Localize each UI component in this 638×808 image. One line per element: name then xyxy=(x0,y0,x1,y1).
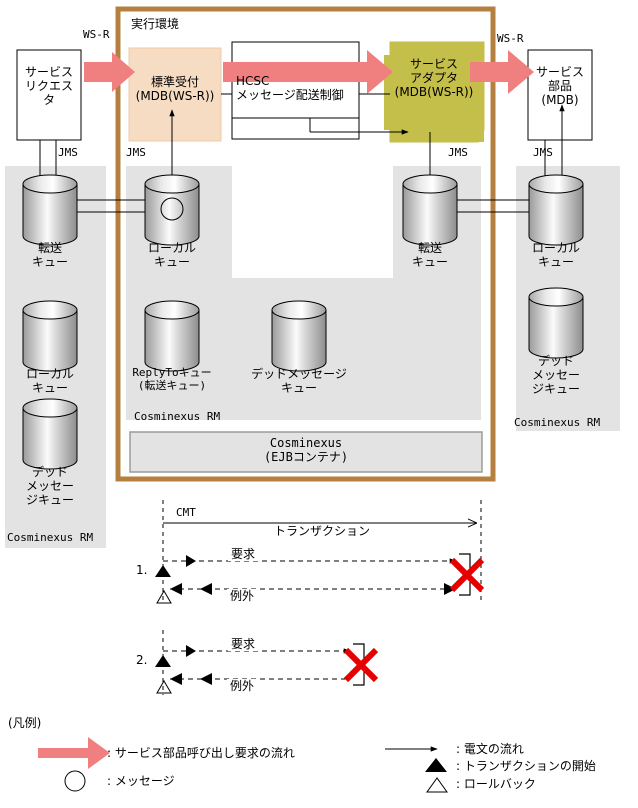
legend-item-0-text: : サービス部品呼び出し要求の流れ xyxy=(107,746,295,760)
transaction-case-2-exception-label: 例外 xyxy=(227,679,258,694)
hollow-triangle-icon xyxy=(156,590,172,604)
transaction-case-1-request-label: 要求 xyxy=(228,547,259,562)
rm-label-left: Cosminexus RM xyxy=(7,531,94,544)
thick-red-arrow-icon xyxy=(38,737,110,769)
queue-label-q-left-transfer: 転送 キュー xyxy=(31,241,68,270)
legend-glyphs xyxy=(38,737,448,793)
queue-label-q-left-dead: デッド メッセー ジキュー xyxy=(25,465,74,508)
cylinder-q-left-local xyxy=(22,300,78,372)
execution-environment-frame xyxy=(115,6,496,482)
transaction-sequence xyxy=(155,500,485,695)
box-hcsc-label: HCSC メッセージ配送制御 xyxy=(236,74,344,103)
transaction-cmt-label: CMT xyxy=(176,506,196,519)
jms-label-3: JMS xyxy=(448,146,468,159)
execution-environment-title: 実行環境 xyxy=(131,17,180,31)
transaction-case-1-number: 1. xyxy=(136,563,148,577)
queue-label-q-center-local: ローカル キュー xyxy=(147,241,196,270)
legend-item-1-text: : メッセージ xyxy=(107,774,175,788)
wsr-label-right: WS-R xyxy=(497,32,524,45)
jms-label-1: JMS xyxy=(58,146,78,159)
cylinder-q-center-replyto xyxy=(144,300,200,372)
jms-label-2: JMS xyxy=(126,146,146,159)
jms-label-4: JMS xyxy=(533,146,553,159)
failure-cross-icon xyxy=(343,647,379,683)
cylinder-q-right-local xyxy=(528,174,584,246)
legend-heading: (凡例) xyxy=(8,716,42,730)
failure-cross-icon xyxy=(449,557,485,593)
wsr-label-left: WS-R xyxy=(83,28,110,41)
transaction-case-2-request-label: 要求 xyxy=(228,637,259,652)
red-flow-arrows xyxy=(84,50,534,94)
cylinder-q-center-dead xyxy=(271,300,327,372)
box-service-component-shape xyxy=(527,49,593,141)
message-circle-icon xyxy=(160,197,184,221)
cylinder-q-left-dead xyxy=(22,398,78,470)
circle-icon xyxy=(64,770,86,792)
box-cosminexus-ejb-shape xyxy=(129,431,483,473)
legend-item-3-text: : トランザクションの開始 xyxy=(456,759,596,773)
transaction-tx-label: トランザクション xyxy=(274,524,371,538)
center-panel-cutout xyxy=(232,166,393,278)
queue-label-q-center-replyto: ReplyToキュー (転送キュー) xyxy=(132,366,212,392)
filled-triangle-icon xyxy=(155,565,171,577)
filled-triangle-icon xyxy=(155,655,171,667)
cylinder-q-left-transfer xyxy=(22,174,78,246)
transaction-case-2-number: 2. xyxy=(136,653,148,667)
box-service-adapter-shape xyxy=(384,41,485,143)
queue-label-q-right-transfer: 転送 キュー xyxy=(411,241,448,270)
queue-label-q-right-local: ローカル キュー xyxy=(531,241,580,270)
queue-cylinders xyxy=(22,174,584,470)
rm-label-right: Cosminexus RM xyxy=(514,416,601,429)
cylinder-q-center-local xyxy=(144,174,200,246)
rm-label-center: Cosminexus RM xyxy=(134,410,221,423)
box-service-requester-shape xyxy=(16,49,82,141)
queue-label-q-center-dead: デッドメッセージ キュー xyxy=(251,367,347,396)
box-service-adapter-label: サービス アダプタ (MDB(WS-R)) xyxy=(394,57,474,100)
legend-item-4-text: : ロールバック xyxy=(456,777,536,791)
queue-label-q-left-local: ローカル キュー xyxy=(25,367,74,396)
box-standard-reception-label: 標準受付 (MDB(WS-R)) xyxy=(135,75,215,104)
box-cosminexus-ejb-label: Cosminexus (EJBコンテナ) xyxy=(263,436,349,465)
hollow-triangle-icon xyxy=(156,680,172,694)
box-standard-reception-shape xyxy=(128,47,222,142)
hollow-triangle-icon xyxy=(426,777,448,793)
transaction-case-1-exception-label: 例外 xyxy=(227,589,258,604)
box-service-component-label: サービス 部品 (MDB) xyxy=(535,65,584,108)
filled-triangle-icon xyxy=(425,758,447,772)
legend-item-2-text: : 電文の流れ xyxy=(456,742,524,756)
box-service-requester-label: サービス リクエス タ xyxy=(24,65,73,108)
cylinder-q-right-transfer xyxy=(402,174,458,246)
cylinder-q-right-dead xyxy=(528,287,584,359)
queue-label-q-right-dead: デッド メッセー ジキュー xyxy=(531,354,580,397)
